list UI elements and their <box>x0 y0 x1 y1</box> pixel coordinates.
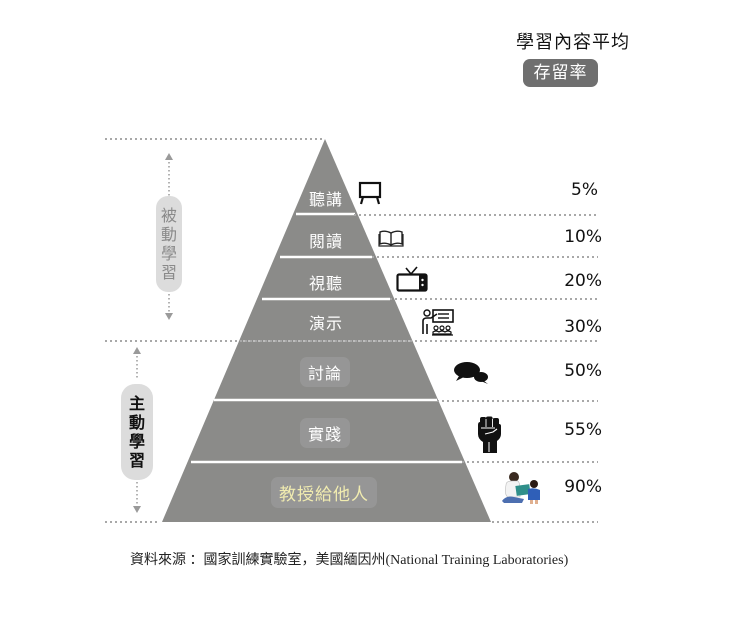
speech-bubbles-icon <box>454 362 488 384</box>
tier-label-reading: 閱讀 <box>308 232 343 251</box>
title-badge: 存留率 <box>523 59 598 87</box>
active-learning-label: 主動學習 <box>121 384 153 480</box>
open-book-icon <box>378 230 404 247</box>
tier-label-demonstration: 演示 <box>308 314 343 333</box>
tier-label-practice: 實踐 <box>300 418 351 448</box>
source-note: 資料來源 ：國家訓練實驗室，美國緬因州(National Training La… <box>130 553 569 568</box>
diagram-title: 學習內容平均 <box>516 32 630 53</box>
retention-value: 50% <box>564 361 602 381</box>
retention-value: 30% <box>564 317 602 337</box>
passive-learning-label: 被動學習 <box>156 196 182 292</box>
dotted-guides <box>105 138 598 523</box>
tier-separators <box>191 212 462 464</box>
pyramid-shape <box>162 139 491 522</box>
retention-value: 90% <box>564 477 602 497</box>
raised-fist-icon <box>478 416 501 453</box>
presenter-audience-icon <box>422 309 454 336</box>
retention-value: 5% <box>571 180 598 200</box>
easel-board-icon <box>358 181 382 205</box>
teacher-reading-to-child-icon <box>502 472 540 504</box>
retention-value: 55% <box>564 420 602 440</box>
tier-label-audiovisual: 視聽 <box>308 274 343 293</box>
retention-value: 10% <box>564 227 602 247</box>
tier-label-teach-others: 教授給他人 <box>271 477 377 508</box>
tier-label-discussion: 討論 <box>300 357 351 387</box>
television-icon <box>396 266 428 292</box>
tier-label-lecture: 聽講 <box>308 190 343 209</box>
retention-value: 20% <box>564 271 602 291</box>
